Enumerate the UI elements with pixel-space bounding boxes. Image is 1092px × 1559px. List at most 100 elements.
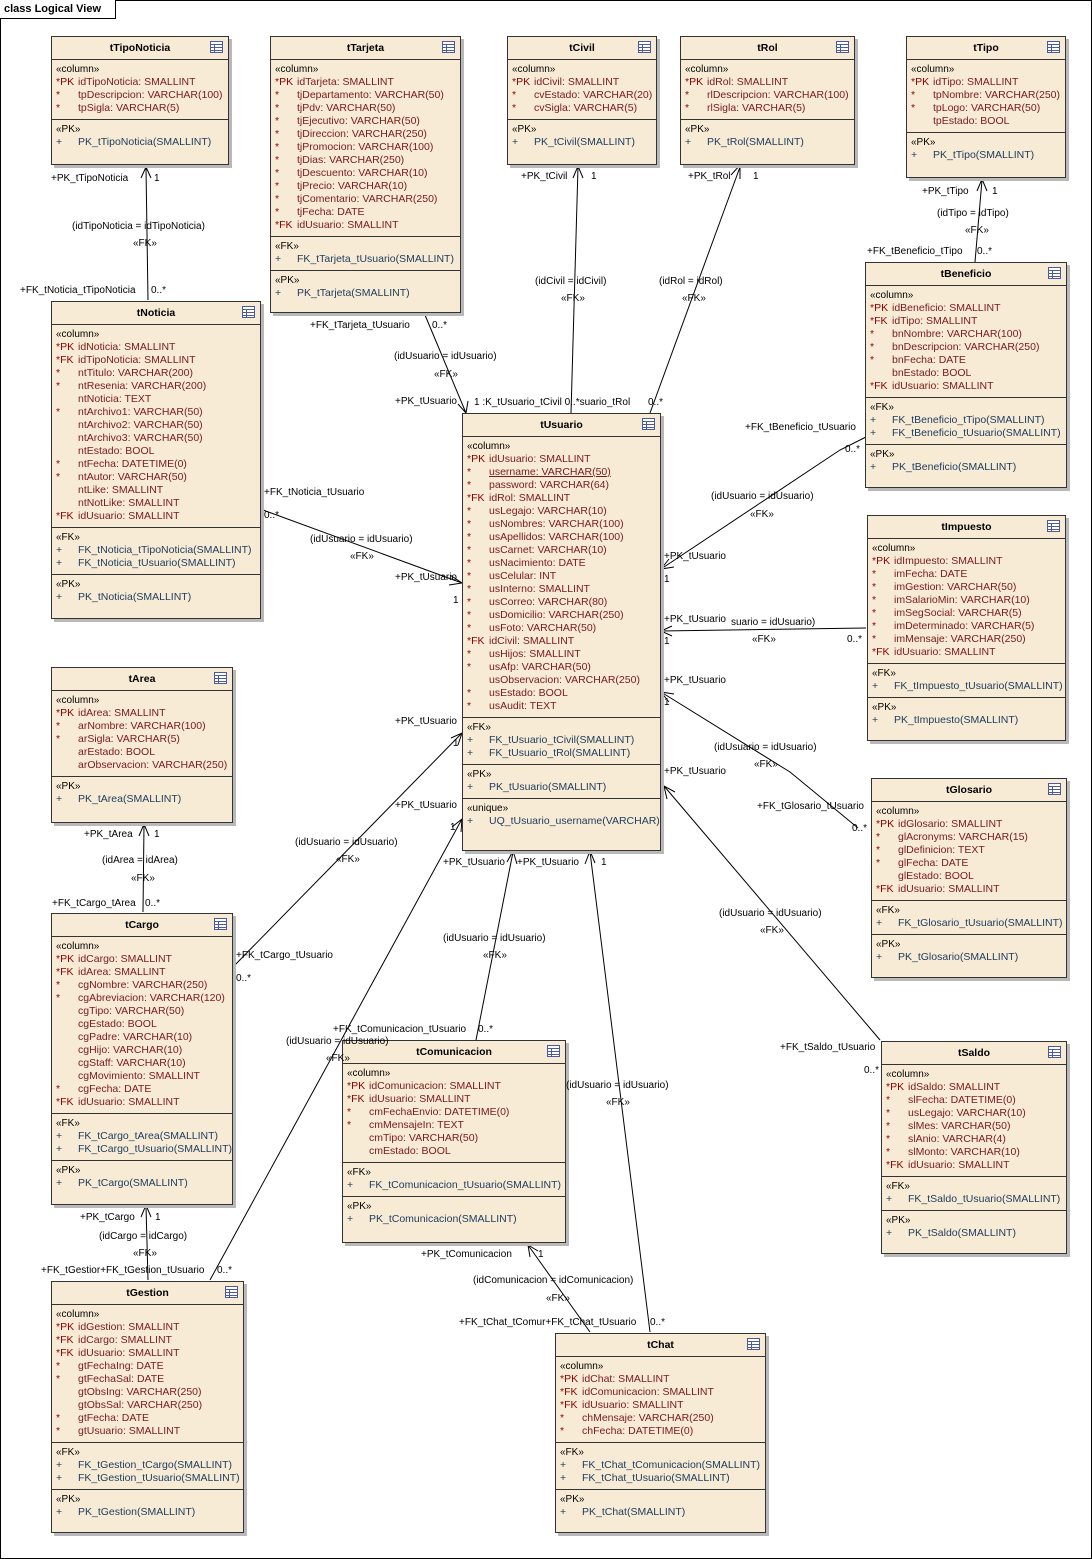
column-row[interactable]: *tjDescuento: VARCHAR(10) bbox=[275, 167, 456, 180]
column-row[interactable]: cmEstado: BOOL bbox=[347, 1145, 561, 1158]
operation-row[interactable]: +PK_tBeneficio(SMALLINT) bbox=[870, 461, 1062, 474]
column-row[interactable]: *cgFecha: DATE bbox=[56, 1083, 228, 1096]
column-row[interactable]: arObservacion: VARCHAR(250) bbox=[56, 759, 228, 772]
operation-row[interactable]: +PK_tChat(SMALLINT) bbox=[560, 1506, 761, 1519]
operation-row[interactable]: +PK_tUsuario(SMALLINT) bbox=[467, 781, 656, 794]
column-row[interactable]: *usAfp: VARCHAR(50) bbox=[467, 661, 656, 674]
operation-row[interactable]: +FK_tCargo_tUsuario(SMALLINT) bbox=[56, 1143, 232, 1156]
operation-row[interactable]: +FK_tGlosario_tUsuario(SMALLINT) bbox=[876, 917, 1063, 930]
column-row[interactable]: *bnNombre: VARCHAR(100) bbox=[870, 328, 1062, 341]
column-row[interactable]: *usNacimiento: DATE bbox=[467, 557, 656, 570]
column-row[interactable]: *tjPromocion: VARCHAR(100) bbox=[275, 141, 456, 154]
operation-row[interactable]: +FK_tNoticia_tUsuario(SMALLINT) bbox=[56, 557, 256, 570]
operation-row[interactable]: +FK_tChat_tComunicacion(SMALLINT) bbox=[560, 1459, 761, 1472]
operation-row[interactable]: +PK_tNoticia(SMALLINT) bbox=[56, 591, 256, 604]
column-row[interactable]: *imSalarioMin: VARCHAR(10) bbox=[872, 594, 1061, 607]
operation-row[interactable]: +FK_tGestion_tCargo(SMALLINT) bbox=[56, 1459, 239, 1472]
column-row[interactable]: *slFecha: DATETIME(0) bbox=[886, 1094, 1062, 1107]
column-row[interactable]: *usFoto: VARCHAR(50) bbox=[467, 622, 656, 635]
column-row[interactable]: *arSigla: VARCHAR(5) bbox=[56, 733, 228, 746]
column-row[interactable]: *gtFechaIng: DATE bbox=[56, 1360, 239, 1373]
column-row[interactable]: *rlSigla: VARCHAR(5) bbox=[685, 102, 850, 115]
operation-row[interactable]: +PK_tTipo(SMALLINT) bbox=[911, 149, 1061, 162]
column-row[interactable]: *tpNombre: VARCHAR(250) bbox=[911, 89, 1061, 102]
column-row[interactable]: ntLike: SMALLINT bbox=[56, 484, 256, 497]
column-row[interactable]: *slMonto: VARCHAR(10) bbox=[886, 1146, 1062, 1159]
operation-row[interactable]: +FK_tUsuario_tRol(SMALLINT) bbox=[467, 747, 656, 760]
operation-row[interactable]: +FK_tUsuario_tCivil(SMALLINT) bbox=[467, 734, 656, 747]
operation-row[interactable]: +FK_tImpuesto_tUsuario(SMALLINT) bbox=[872, 680, 1063, 693]
column-row[interactable]: *ntAutor: VARCHAR(50) bbox=[56, 471, 256, 484]
column-row[interactable]: *usLegajo: VARCHAR(10) bbox=[467, 505, 656, 518]
column-row[interactable]: *slAnio: VARCHAR(4) bbox=[886, 1133, 1062, 1146]
column-row[interactable]: *tpDescripcion: VARCHAR(100) bbox=[56, 89, 224, 102]
column-row[interactable]: *tjDias: VARCHAR(250) bbox=[275, 154, 456, 167]
operation-row[interactable]: +FK_tBeneficio_tUsuario(SMALLINT) bbox=[870, 427, 1062, 440]
column-row[interactable]: *username: VARCHAR(50) bbox=[467, 466, 656, 479]
operation-row[interactable]: +PK_tTarjeta(SMALLINT) bbox=[275, 287, 456, 300]
column-row[interactable]: *usCorreo: VARCHAR(80) bbox=[467, 596, 656, 609]
operation-row[interactable]: +PK_tCargo(SMALLINT) bbox=[56, 1177, 228, 1190]
column-row[interactable]: cgEstado: BOOL bbox=[56, 1018, 228, 1031]
operation-row[interactable]: +FK_tGestion_tUsuario(SMALLINT) bbox=[56, 1472, 240, 1485]
column-row[interactable]: *chFecha: DATETIME(0) bbox=[560, 1425, 761, 1438]
column-row[interactable]: cgHijo: VARCHAR(10) bbox=[56, 1044, 228, 1057]
column-row[interactable]: *usCarnet: VARCHAR(10) bbox=[467, 544, 656, 557]
column-row[interactable]: *cgAbreviacion: VARCHAR(120) bbox=[56, 992, 228, 1005]
column-row[interactable]: *imFecha: DATE bbox=[872, 568, 1061, 581]
column-row[interactable]: *rlDescripcion: VARCHAR(100) bbox=[685, 89, 850, 102]
column-row[interactable]: *tpLogo: VARCHAR(50) bbox=[911, 102, 1061, 115]
column-row[interactable]: *glFecha: DATE bbox=[876, 857, 1062, 870]
column-row[interactable]: *usEstado: BOOL bbox=[467, 687, 656, 700]
column-row[interactable]: *slMes: VARCHAR(50) bbox=[886, 1120, 1062, 1133]
column-row[interactable]: *chMensaje: VARCHAR(250) bbox=[560, 1412, 761, 1425]
column-row[interactable]: cmTipo: VARCHAR(50) bbox=[347, 1132, 561, 1145]
column-row[interactable]: *imMensaje: VARCHAR(250) bbox=[872, 633, 1061, 646]
operation-row[interactable]: +PK_tRol(SMALLINT) bbox=[685, 136, 850, 149]
column-row[interactable]: *gtFecha: DATE bbox=[56, 1412, 239, 1425]
operation-row[interactable]: +PK_tComunicacion(SMALLINT) bbox=[347, 1213, 561, 1226]
operation-row[interactable]: +FK_tSaldo_tUsuario(SMALLINT) bbox=[886, 1193, 1062, 1206]
column-row[interactable]: arEstado: BOOL bbox=[56, 746, 228, 759]
column-row[interactable]: ntNoticia: TEXT bbox=[56, 393, 256, 406]
column-row[interactable]: cgMovimiento: SMALLINT bbox=[56, 1070, 228, 1083]
column-row[interactable]: *glDefinicion: TEXT bbox=[876, 844, 1062, 857]
operation-row[interactable]: +FK_tBeneficio_tTipo(SMALLINT) bbox=[870, 414, 1062, 427]
operation-row[interactable]: +PK_tCivil(SMALLINT) bbox=[512, 136, 652, 149]
column-row[interactable]: *imGestion: VARCHAR(50) bbox=[872, 581, 1061, 594]
operation-row[interactable]: +PK_tGlosario(SMALLINT) bbox=[876, 951, 1062, 964]
column-row[interactable]: *tjEjecutivo: VARCHAR(50) bbox=[275, 115, 456, 128]
column-row[interactable]: ntNotLike: SMALLINT bbox=[56, 497, 256, 510]
column-row[interactable]: *arNombre: VARCHAR(100) bbox=[56, 720, 228, 733]
